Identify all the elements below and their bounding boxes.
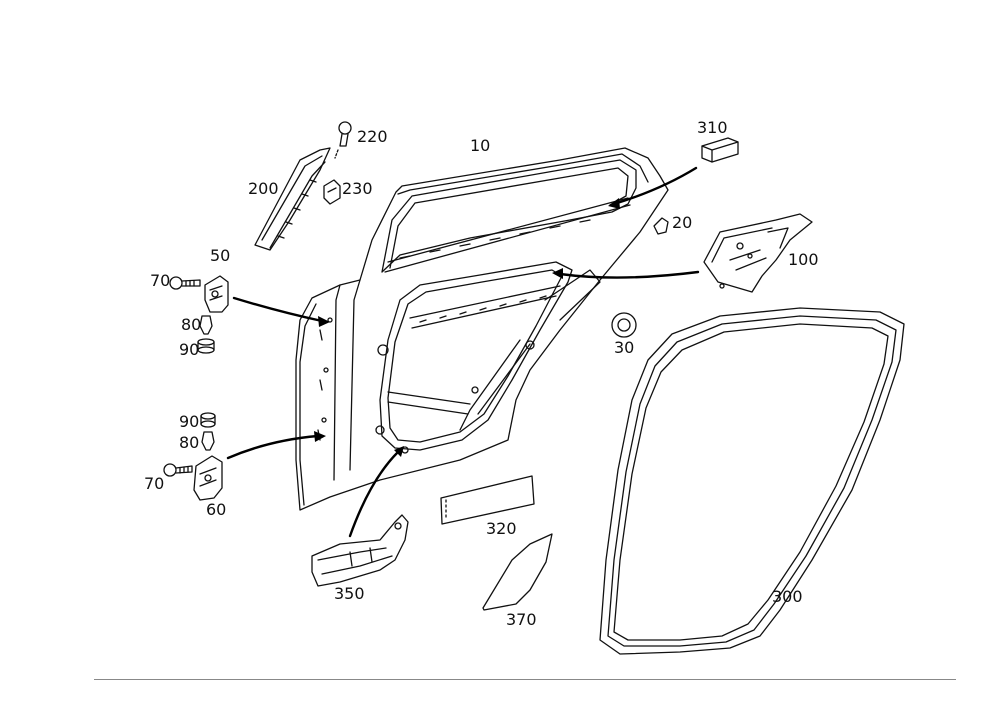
label-part-50: 50 bbox=[210, 246, 231, 265]
label-part-80-upper: 80 bbox=[181, 315, 202, 334]
label-part-100: 100 bbox=[788, 250, 819, 269]
label-part-80-lower: 80 bbox=[179, 433, 200, 452]
label-part-20: 20 bbox=[672, 213, 693, 232]
pin-part-80-upper bbox=[199, 315, 213, 335]
insulation-part-320 bbox=[440, 475, 535, 525]
screw-part-220 bbox=[334, 121, 352, 159]
label-part-70-lower: 70 bbox=[144, 474, 165, 493]
label-part-310: 310 bbox=[697, 118, 728, 137]
arrow-bracket-350 bbox=[348, 450, 400, 538]
window-channel-part bbox=[254, 147, 331, 251]
arrowhead-pad-310 bbox=[608, 198, 620, 209]
lower-hinge-part bbox=[193, 455, 223, 501]
footer-divider bbox=[94, 679, 956, 680]
film-part-370 bbox=[482, 533, 553, 611]
label-part-320: 320 bbox=[486, 519, 517, 538]
arrow-pad-310 bbox=[612, 166, 698, 206]
label-part-30: 30 bbox=[614, 338, 635, 357]
door-seal-part-300 bbox=[599, 307, 905, 655]
label-part-300: 300 bbox=[772, 587, 803, 606]
arrow-bracket-100 bbox=[558, 270, 700, 279]
label-part-90-lower: 90 bbox=[179, 412, 200, 431]
bracket-part-350 bbox=[311, 514, 409, 587]
clip-part-20 bbox=[653, 217, 669, 235]
label-part-90-upper: 90 bbox=[179, 340, 200, 359]
label-part-230: 230 bbox=[342, 179, 373, 198]
bushing-part-90-lower bbox=[200, 412, 216, 428]
screw-part-70-lower bbox=[163, 463, 193, 477]
grommet-part-30 bbox=[611, 312, 637, 338]
arrowhead-bracket-350 bbox=[394, 446, 404, 457]
label-part-70-upper: 70 bbox=[150, 271, 171, 290]
label-part-220: 220 bbox=[357, 127, 388, 146]
arrowhead-hinge-upper bbox=[318, 316, 330, 327]
bushing-part-90-upper bbox=[197, 338, 215, 354]
label-part-370: 370 bbox=[506, 610, 537, 629]
arrow-hinge-lower bbox=[226, 434, 320, 460]
label-part-10: 10 bbox=[470, 136, 491, 155]
label-part-60: 60 bbox=[206, 500, 227, 519]
bracket-part-100 bbox=[703, 213, 813, 293]
upper-hinge-part bbox=[204, 275, 229, 313]
pin-part-80-lower bbox=[201, 431, 215, 451]
arrowhead-hinge-lower bbox=[314, 431, 326, 442]
label-part-350: 350 bbox=[334, 584, 365, 603]
pad-part-310 bbox=[701, 137, 739, 163]
door-shell-part bbox=[295, 147, 669, 511]
label-part-200: 200 bbox=[248, 179, 279, 198]
screw-part-70-upper bbox=[169, 276, 201, 290]
clip-part-230 bbox=[323, 179, 341, 205]
arrow-hinge-upper bbox=[232, 296, 324, 323]
arrowhead-bracket-100 bbox=[552, 268, 563, 279]
